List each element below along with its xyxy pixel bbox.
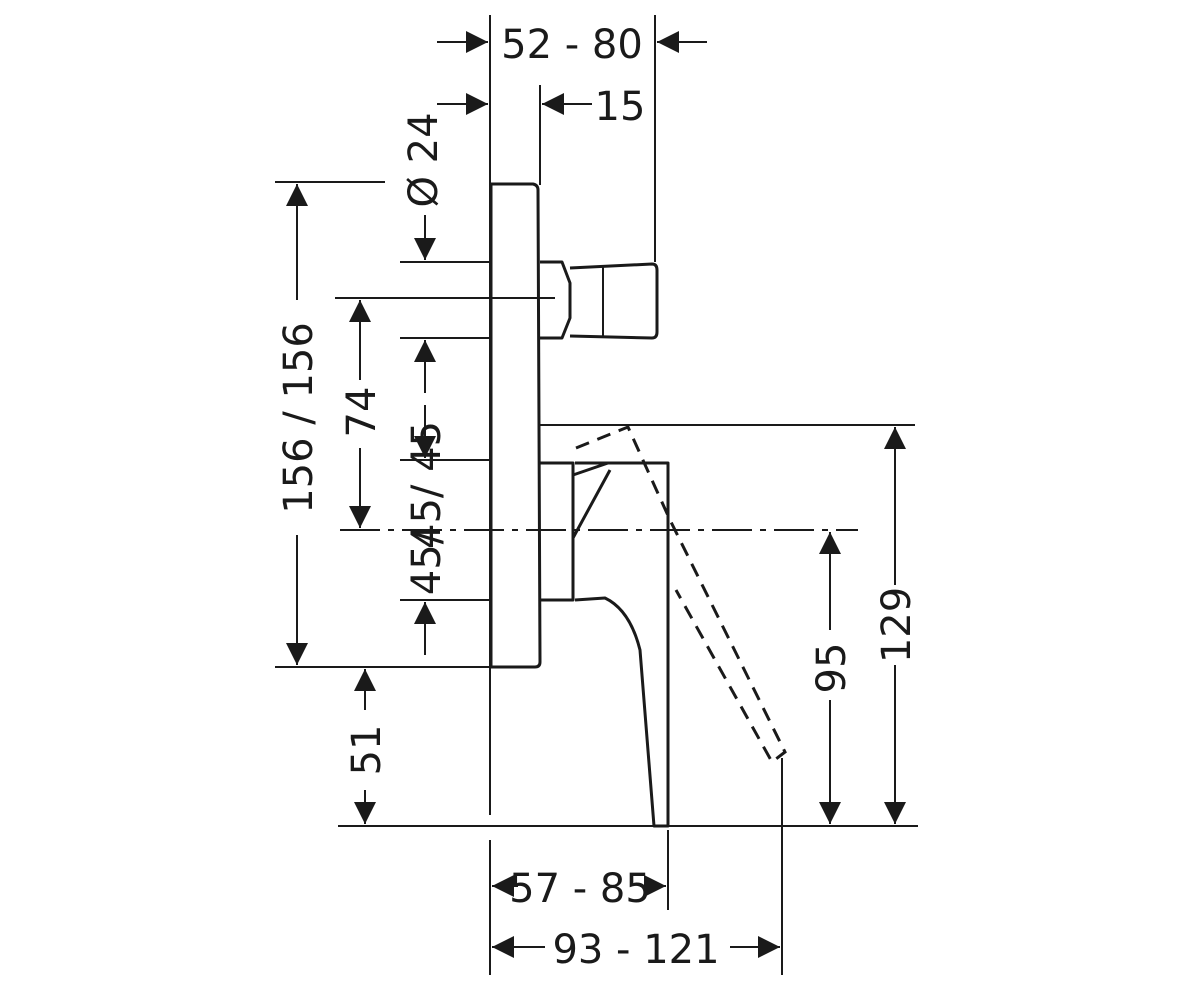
dim-top-overall: 52 - 80 [501, 22, 643, 68]
dim-handle-depth: 57 - 85 [509, 866, 651, 912]
dim-handle-open-depth: 93 - 121 [552, 927, 719, 973]
handle-lever [574, 461, 670, 828]
handle-open-position [575, 425, 787, 765]
dim-plate-to-floor: 51 [344, 725, 390, 776]
diverter-stem [540, 260, 572, 340]
dimension-lines [286, 31, 906, 958]
dim-overall-height: 129 [874, 587, 920, 663]
dim-upper-spacing: 45/ 45 [404, 421, 450, 549]
dim-diverter-diameter: Ø 24 [401, 112, 447, 207]
dim-diverter-spacing: 74 [339, 387, 385, 438]
dimension-labels: 52 - 80 15 Ø 24 156 / 156 74 45/ 45 45/ … [276, 22, 920, 973]
extension-lines [275, 15, 918, 975]
dim-lower-spacing: 45/ [404, 530, 450, 595]
dim-top-offset: 15 [595, 84, 646, 130]
handle-body [540, 461, 575, 602]
handle-front-facet [571, 461, 612, 540]
dim-plate-height: 156 / 156 [276, 322, 322, 514]
wall-plate [489, 182, 542, 669]
mixer-outline [489, 182, 787, 828]
diverter-knob [569, 262, 659, 340]
dim-handle-axis-height: 95 [809, 643, 855, 694]
